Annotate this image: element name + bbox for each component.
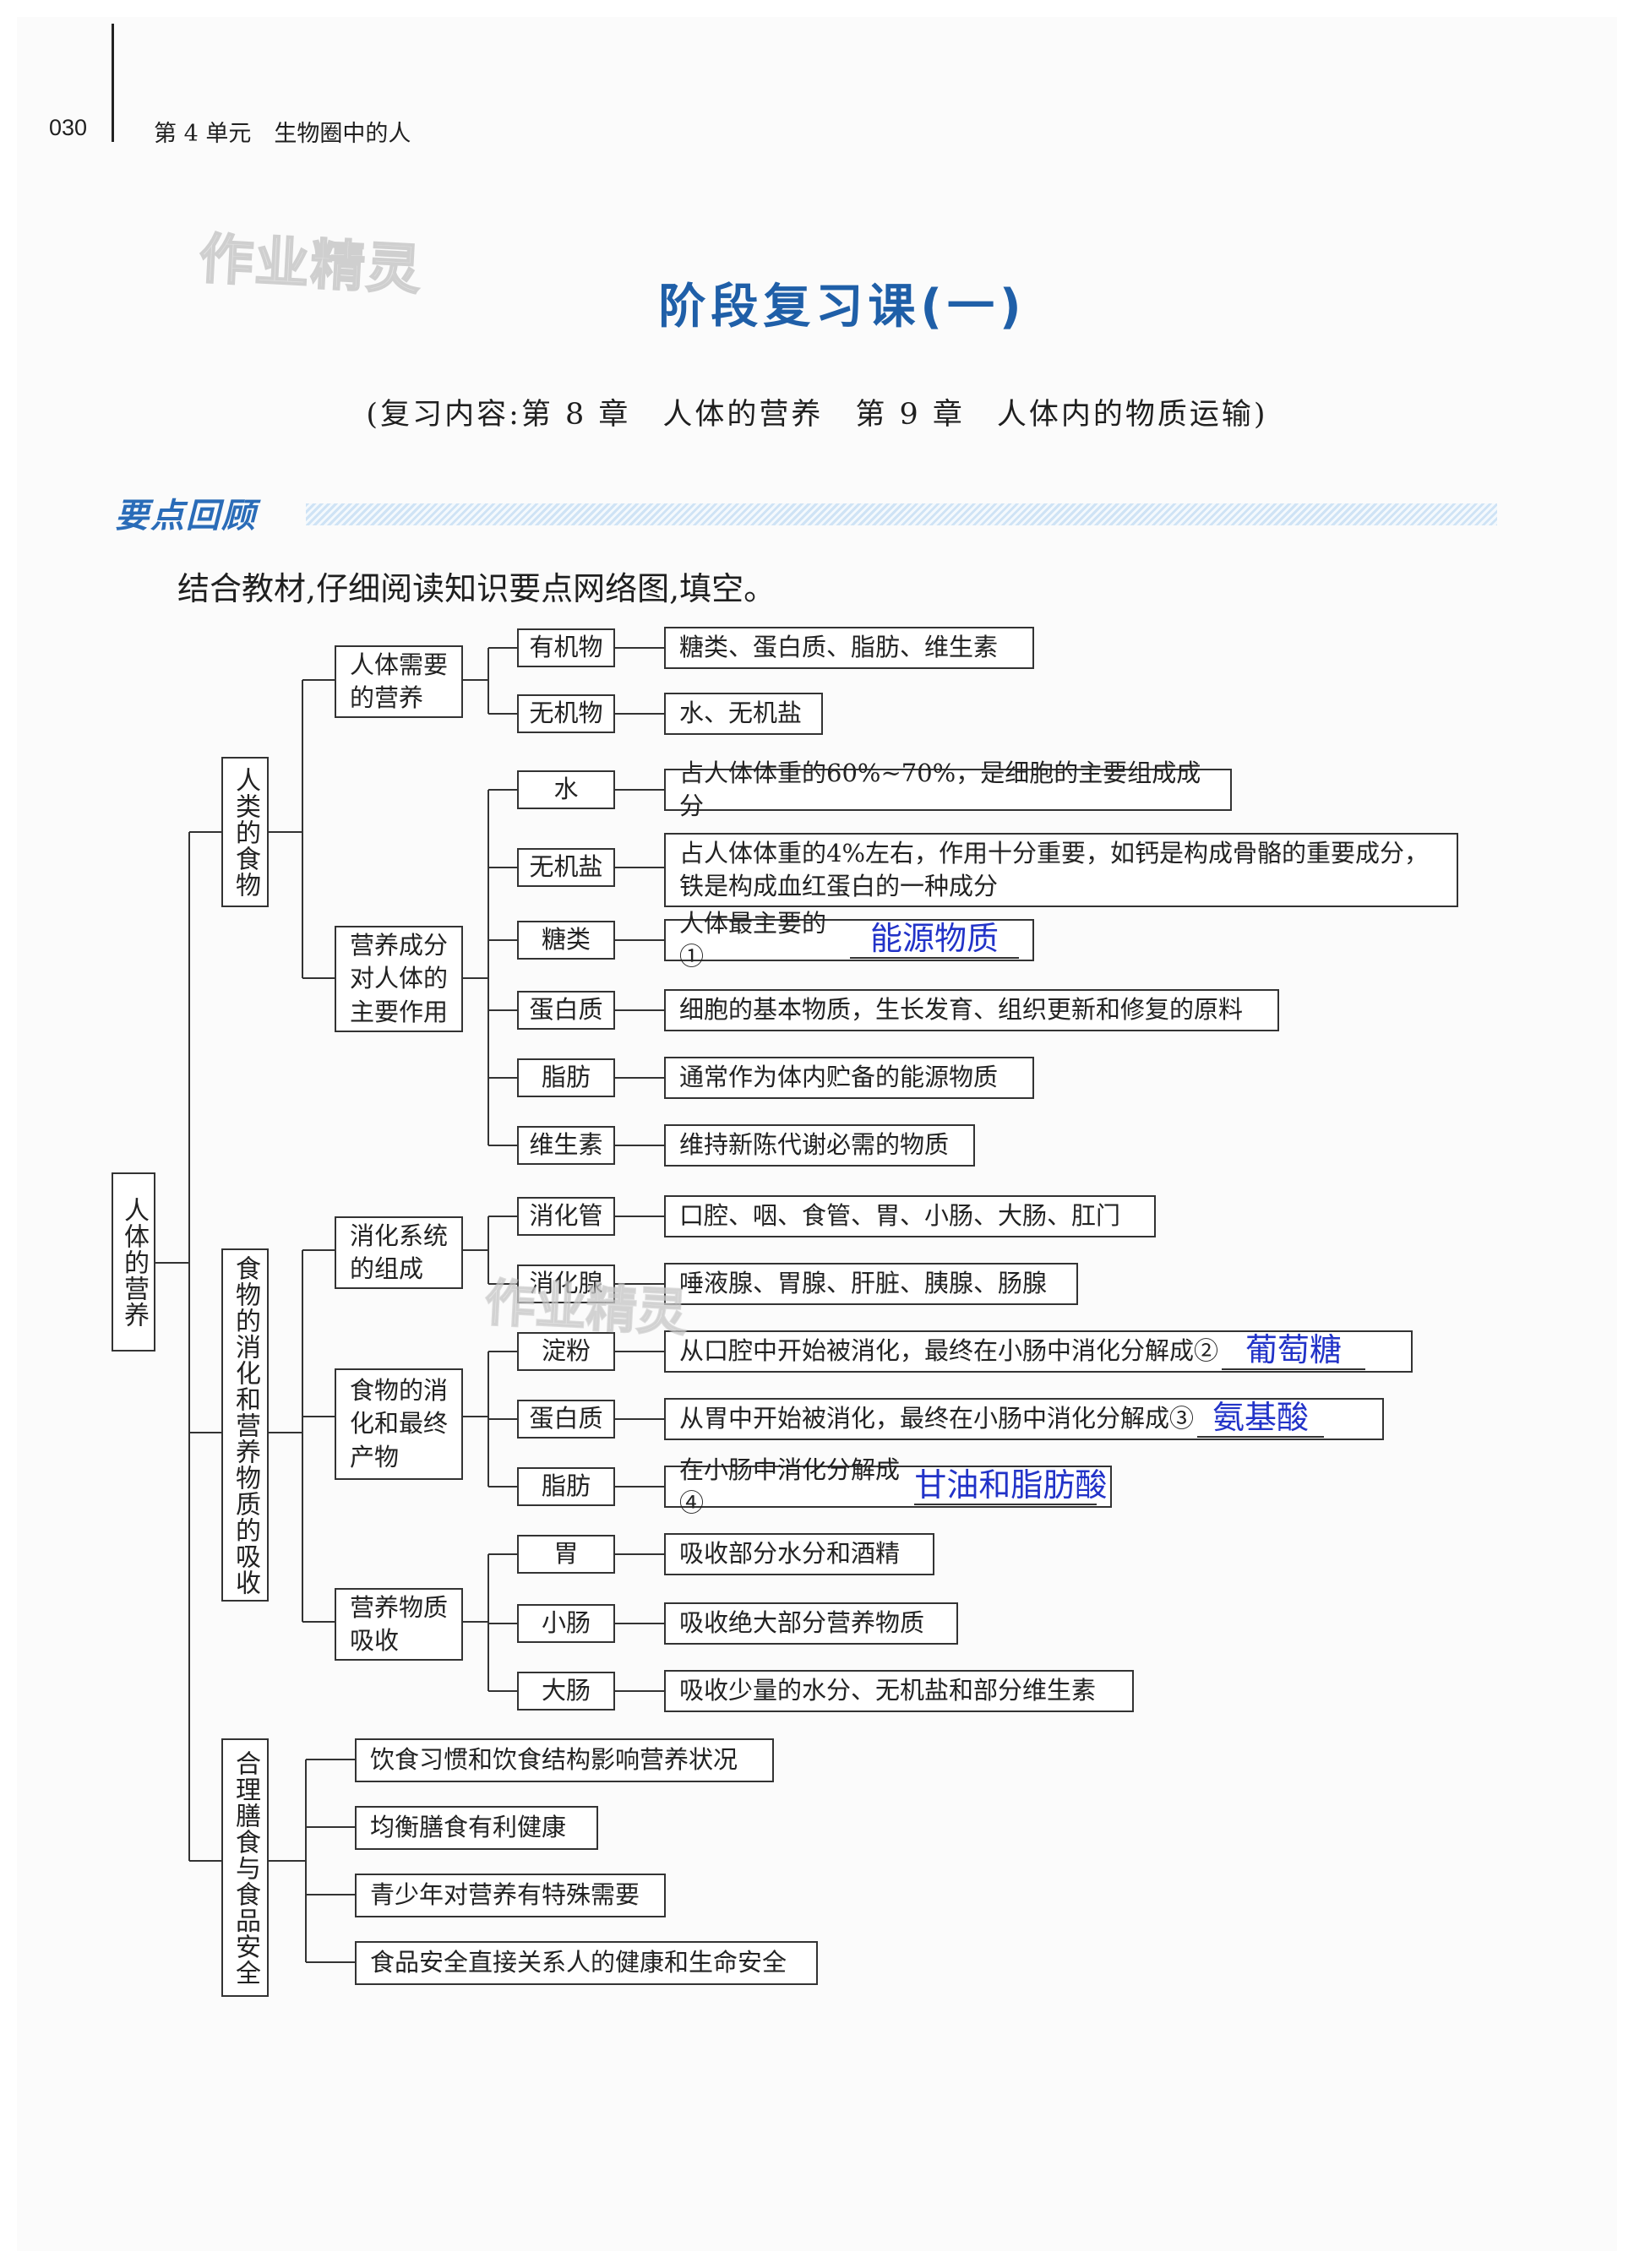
watermark-logo-overlay: 作业精灵 xyxy=(482,1273,689,1344)
desc-starch-text: 从口腔中开始被消化，最终在小肠中消化分解成② xyxy=(679,1336,1219,1366)
desc-fat2: 在小肠中消化分解成④ 甘油和脂肪酸 xyxy=(664,1455,1112,1517)
page-title: 阶段复习课(一) xyxy=(658,280,1027,334)
safety-teens: 青少年对营养有特殊需要 xyxy=(355,1874,666,1917)
answer-3: 氨基酸 xyxy=(1197,1400,1325,1438)
leaf-protein2: 蛋白质 xyxy=(517,1400,615,1439)
desc-small-intestine: 吸收绝大部分营养物质 xyxy=(664,1602,958,1645)
desc-inorganic: 水、无机盐 xyxy=(664,693,823,735)
branch-digestion: 食物的消化和营养物质的吸收 xyxy=(221,1248,269,1602)
leaf-large-intestine: 大肠 xyxy=(517,1672,615,1711)
desc-salt: 占人体体重的4%左右，作用十分重要，如钙是构成骨骼的重要成分， 铁是构成血红蛋白… xyxy=(664,833,1458,907)
node-products: 食物的消化和最终产物 xyxy=(335,1368,463,1480)
desc-fat2-text: 在小肠中消化分解成④ xyxy=(679,1455,901,1517)
desc-fat: 通常作为体内贮备的能源物质 xyxy=(664,1057,1034,1099)
node-system: 消化系统的组成 xyxy=(335,1216,463,1289)
leaf-stomach: 胃 xyxy=(517,1535,615,1574)
node-roles: 营养成分对人体的主要作用 xyxy=(335,926,463,1032)
desc-large-intestine: 吸收少量的水分、无机盐和部分维生素 xyxy=(664,1670,1134,1712)
desc-sugar: 人体最主要的① 能源物质 xyxy=(664,909,1034,971)
branch-food: 人类的食物 xyxy=(221,757,269,907)
desc-organic: 糖类、蛋白质、脂肪、维生素 xyxy=(664,627,1034,669)
page-number: 030 xyxy=(49,115,88,140)
branch-safety: 合理膳食与食品安全 xyxy=(221,1738,269,1997)
leaf-water: 水 xyxy=(517,770,615,809)
answer-2: 葡萄糖 xyxy=(1222,1332,1366,1370)
section-heading: 要点回顾 xyxy=(115,497,257,536)
answer-4: 甘油和脂肪酸 xyxy=(914,1466,1108,1505)
leaf-starch: 淀粉 xyxy=(517,1332,615,1371)
desc-starch: 从口腔中开始被消化，最终在小肠中消化分解成② 葡萄糖 xyxy=(664,1330,1413,1373)
node-absorb: 营养物质吸收 xyxy=(335,1588,463,1661)
desc-stomach: 吸收部分水分和酒精 xyxy=(664,1533,934,1575)
desc-gland: 唾液腺、胃腺、肝脏、胰腺、肠腺 xyxy=(664,1263,1078,1305)
desc-vitamin: 维持新陈代谢必需的物质 xyxy=(664,1124,975,1167)
leaf-vitamin: 维生素 xyxy=(517,1126,615,1165)
desc-protein2: 从胃中开始被消化，最终在小肠中消化分解成③ 氨基酸 xyxy=(664,1398,1384,1440)
leaf-small-intestine: 小肠 xyxy=(517,1604,615,1643)
desc-tract: 口腔、咽、食管、胃、小肠、大肠、肛门 xyxy=(664,1195,1156,1237)
instruction-text: 结合教材,仔细阅读知识要点网络图,填空。 xyxy=(177,570,776,607)
leaf-fat2: 脂肪 xyxy=(517,1467,615,1506)
leaf-protein: 蛋白质 xyxy=(517,991,615,1030)
section-stripe xyxy=(306,503,1497,525)
answer-1: 能源物质 xyxy=(850,921,1019,959)
leaf-gland: 消化腺 xyxy=(517,1265,615,1303)
leaf-organic: 有机物 xyxy=(517,628,615,667)
header-divider xyxy=(112,24,114,142)
leaf-salt: 无机盐 xyxy=(517,848,615,887)
desc-sugar-text: 人体最主要的① xyxy=(679,908,827,971)
safety-habits: 饮食习惯和饮食结构影响营养状况 xyxy=(355,1738,774,1782)
safety-food: 食品安全直接关系人的健康和生命安全 xyxy=(355,1941,818,1985)
node-needs: 人体需要的营养 xyxy=(335,645,463,718)
leaf-fat: 脂肪 xyxy=(517,1058,615,1097)
desc-water: 占人体体重的60%~70%，是细胞的主要组成成分 xyxy=(664,759,1232,820)
leaf-sugar: 糖类 xyxy=(517,921,615,960)
desc-salt-line2: 铁是构成血红蛋白的一种成分 xyxy=(679,872,999,900)
desc-protein2-text: 从胃中开始被消化，最终在小肠中消化分解成③ xyxy=(679,1404,1195,1433)
root-node: 人体的营养 xyxy=(112,1172,155,1352)
desc-protein: 细胞的基本物质，生长发育、组织更新和修复的原料 xyxy=(664,989,1279,1031)
desc-salt-line1: 占人体体重的4%左右，作用十分重要，如钙是构成骨骼的重要成分， xyxy=(679,838,1430,867)
unit-title: 第 4 单元 生物圈中的人 xyxy=(154,121,411,147)
leaf-inorganic: 无机物 xyxy=(517,694,615,733)
page-subtitle: (复习内容:第 8 章 人体的营养 第 9 章 人体内的物质运输) xyxy=(366,398,1268,432)
leaf-tract: 消化管 xyxy=(517,1197,615,1236)
safety-balance: 均衡膳食有利健康 xyxy=(355,1806,598,1850)
